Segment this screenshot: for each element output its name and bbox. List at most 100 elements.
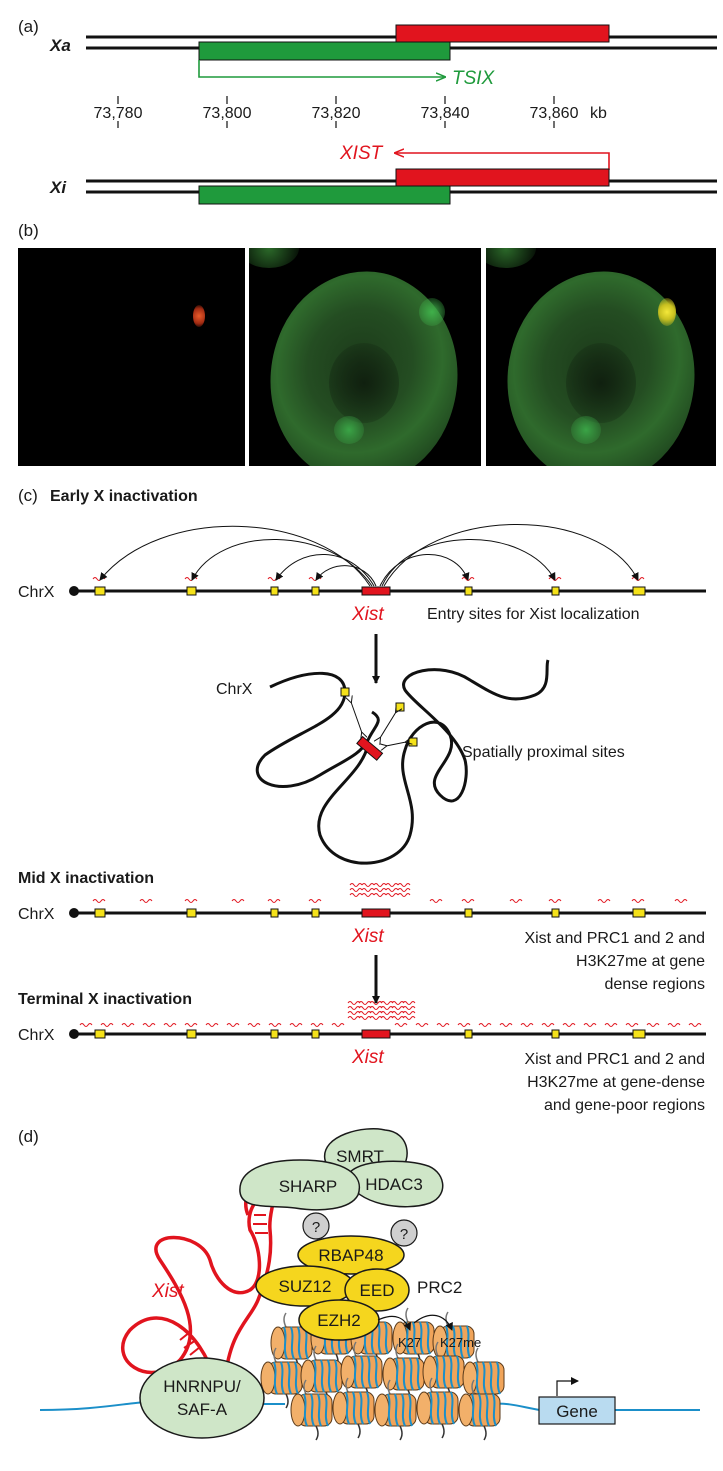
rna-squiggle <box>79 1023 93 1027</box>
rna-squiggle <box>391 1006 405 1010</box>
histone-tail <box>357 1423 361 1439</box>
dna-wrap <box>297 1326 302 1360</box>
tick-label: 73,840 <box>421 105 470 122</box>
nucleosome-face <box>290 1393 306 1427</box>
histone-tail <box>475 1347 479 1363</box>
contact-arrow <box>351 702 362 733</box>
rna-squiggle <box>625 1023 639 1027</box>
gene-label: Gene <box>556 1402 598 1421</box>
rna-squiggle <box>391 1001 405 1005</box>
tick-label: 73,800 <box>203 105 252 122</box>
rna-squiggle <box>92 899 106 903</box>
dna-wrap <box>409 1357 414 1391</box>
mid-desc-line: dense regions <box>604 976 705 993</box>
nucleolus <box>329 343 399 423</box>
rna-squiggle <box>205 1023 219 1027</box>
terminal-desc-line: H3K27me at gene-dense <box>527 1074 705 1091</box>
rna-squiggle <box>373 888 387 892</box>
smrt-label: SMRT <box>336 1147 384 1166</box>
dna-wrap <box>492 1393 497 1427</box>
dna-wrap <box>287 1361 292 1395</box>
dna-wrap <box>359 1391 364 1425</box>
histone-tail <box>313 1345 317 1361</box>
rna-squiggle <box>402 1016 416 1020</box>
chrx-loop-label: ChrX <box>216 681 253 698</box>
rna-squiggle <box>380 1011 394 1015</box>
stem-loop-bars <box>179 1214 268 1356</box>
dna-wrap <box>442 1355 447 1389</box>
xist-locus <box>361 586 391 596</box>
nucleosome-face <box>416 1391 432 1425</box>
rna-squiggle <box>349 893 363 897</box>
histone-tail <box>483 1425 487 1441</box>
dna-wrap <box>478 1393 483 1427</box>
chrx-label-terminal: ChrX <box>18 1027 55 1044</box>
histone-tail <box>285 1393 289 1409</box>
hnrnpu-protein <box>139 1357 265 1439</box>
xi-xist-band <box>395 168 610 187</box>
rna-squiggle <box>397 888 411 892</box>
rna-squiggle <box>373 893 387 897</box>
histone-tail <box>387 1379 391 1395</box>
rna-squiggle <box>631 899 645 903</box>
rna-squiggle <box>358 1006 372 1010</box>
axis-unit: kb <box>590 105 607 122</box>
rna-squiggle <box>358 1011 372 1015</box>
histone-tail <box>429 1377 433 1393</box>
rna-squiggle <box>184 899 198 903</box>
terminal-desc-line: and gene-poor regions <box>544 1097 705 1114</box>
rna-squiggle <box>548 899 562 903</box>
rna-squiggle <box>308 899 322 903</box>
xist-rna <box>121 1195 272 1381</box>
nucleosome-face <box>340 1355 356 1389</box>
dna-wrap <box>352 1391 357 1425</box>
micrograph-merge-image <box>486 248 716 466</box>
chromatin-loop-left <box>255 671 380 788</box>
proximal-site <box>408 737 418 747</box>
dna-wrap <box>395 1357 400 1391</box>
xa-label: Xa <box>49 36 71 55</box>
dna-wrap <box>489 1361 494 1395</box>
dna-wrap <box>456 1355 461 1389</box>
xi-tsix-band <box>198 185 451 205</box>
dna-wrap <box>466 1325 471 1359</box>
rna-squiggle <box>121 1023 135 1027</box>
rna-squiggle <box>646 1023 660 1027</box>
rna-squiggle <box>310 1023 324 1027</box>
cell-edge <box>249 248 299 268</box>
rna-squiggle <box>100 1023 114 1027</box>
nucleosome-face <box>374 1393 390 1427</box>
dna-wrap <box>401 1393 406 1427</box>
rna-squiggle <box>541 1023 555 1027</box>
terminal-desc-line: Xist and PRC1 and 2 and <box>524 1051 705 1068</box>
entry-site <box>632 586 646 596</box>
dna-wrap <box>452 1325 457 1359</box>
dna-wrap <box>283 1326 288 1360</box>
rna-squiggle <box>358 1001 372 1005</box>
proximal-caption: Spatially proximal sites <box>462 744 625 761</box>
mid-desc-line: H3K27me at gene <box>576 953 705 970</box>
dna-wrap <box>353 1355 358 1389</box>
histone-tail <box>303 1379 307 1395</box>
rna-squiggle <box>391 1016 405 1020</box>
proximal-site <box>395 702 405 712</box>
colocalized-signal <box>658 298 676 326</box>
dna-wrap <box>426 1321 431 1355</box>
rna-squiggle <box>597 899 611 903</box>
mid-desc-line: Xist and PRC1 and 2 and <box>524 930 705 947</box>
rna-squiggle <box>380 1016 394 1020</box>
rna-squiggle <box>436 1023 450 1027</box>
dna-wrap <box>416 1357 421 1391</box>
entry-sites-terminal <box>94 1029 646 1039</box>
dna-wrap <box>450 1391 455 1425</box>
nucleolus-merge <box>566 343 636 423</box>
dna-wrap <box>485 1393 490 1427</box>
panel-d-label: (d) <box>18 1127 39 1146</box>
rna-squiggle <box>347 1001 361 1005</box>
rna-squiggle <box>509 899 523 903</box>
unknown-label: ? <box>400 1226 408 1243</box>
dna-wrap <box>324 1393 329 1427</box>
unknown-label: ? <box>312 1219 320 1236</box>
dna-wrap <box>360 1355 365 1389</box>
rna-squiggle <box>231 899 245 903</box>
